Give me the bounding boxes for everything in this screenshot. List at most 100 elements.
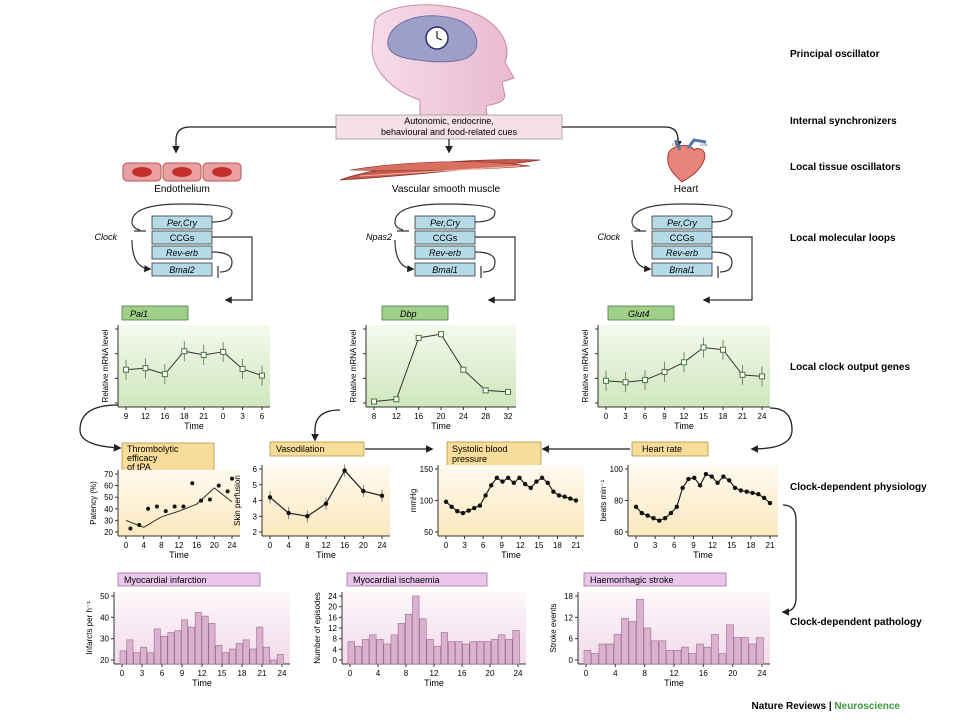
- data-point: [200, 351, 207, 358]
- x-tick-label: 12: [175, 541, 184, 550]
- x-tick-label: 0: [604, 412, 609, 421]
- y-tick-label: 40: [104, 505, 113, 514]
- y-axis-label: beats min⁻¹: [599, 479, 608, 521]
- label-principal-oscillator: Principal oscillator: [790, 49, 880, 60]
- y-tick-label: 16: [328, 613, 337, 622]
- y-axis-label: mmHg: [409, 489, 418, 513]
- data-point: [393, 396, 400, 403]
- cues-text: Autonomic, endocrine,: [404, 116, 494, 126]
- bar: [613, 634, 622, 665]
- x-tick-label: 18: [553, 541, 562, 550]
- x-tick-label: 0: [268, 541, 273, 550]
- bar: [448, 641, 456, 665]
- y-tick-label: 18: [564, 592, 573, 601]
- bar: [249, 648, 257, 665]
- bar: [476, 641, 484, 665]
- bar: [636, 598, 644, 665]
- data-point: [767, 500, 773, 506]
- data-point: [738, 488, 744, 493]
- bar: [688, 653, 697, 665]
- label-clock-dependent-physiology: Clock-dependent physiology: [790, 482, 927, 493]
- x-tick-label: 24: [758, 412, 767, 421]
- bar: [643, 627, 652, 665]
- y-tick-label: 60: [614, 528, 623, 537]
- physio-label-tpa: Thrombolytic efficacy of tPA: [127, 444, 181, 472]
- x-tick-label: 0: [120, 669, 125, 678]
- bar: [181, 619, 189, 665]
- data-point: [539, 475, 545, 481]
- data-point: [759, 373, 765, 380]
- gene-box-label: Per,Cry: [430, 218, 461, 228]
- data-point: [466, 508, 471, 513]
- bar: [153, 628, 161, 665]
- data-point: [692, 475, 697, 481]
- y-tick-label: 100: [420, 497, 434, 506]
- data-point: [668, 510, 674, 516]
- head-illustration: [371, 4, 515, 117]
- physio-label-box-vasodilation: [269, 441, 365, 457]
- x-tick-label: 21: [738, 412, 747, 421]
- x-tick-label: 6: [260, 412, 265, 421]
- x-axis-label: Time: [674, 421, 694, 431]
- footer-separator: |: [829, 701, 832, 712]
- bar: [651, 640, 659, 665]
- x-tick-label: 12: [198, 669, 207, 678]
- data-point: [697, 483, 703, 488]
- plot-background: [628, 465, 778, 536]
- gene-box-bmal: [651, 262, 713, 277]
- bar: [741, 637, 749, 665]
- x-tick-label: 0: [634, 541, 639, 550]
- cue-arrows: [172, 126, 682, 154]
- x-tick-label: 24: [459, 412, 468, 421]
- gene-box-bmal: [151, 262, 213, 277]
- x-tick-label: 9: [662, 412, 667, 421]
- y-axis-label: Relative mRNA level: [349, 329, 358, 402]
- data-point: [225, 489, 230, 494]
- right-labels: Principal oscillator Internal synchroniz…: [790, 49, 927, 628]
- data-point: [573, 498, 579, 503]
- gene-box-label: Rev-erb: [166, 248, 198, 258]
- x-tick-label: 8: [305, 541, 310, 550]
- plot-background: [118, 470, 240, 536]
- data-point: [511, 480, 517, 486]
- x-tick-label: 0: [124, 541, 129, 550]
- y-tick-label: 24: [328, 592, 337, 601]
- x-tick-label: 3: [653, 541, 658, 550]
- bar: [491, 639, 499, 665]
- x-tick-label: 21: [258, 669, 267, 678]
- data-point: [651, 515, 656, 521]
- y-axis-label: Infarcts per h⁻¹: [85, 601, 94, 655]
- label-local-clock-output-genes: Local clock output genes: [790, 362, 910, 373]
- x-axis-label: Time: [316, 550, 336, 560]
- gene-box-label: Bmal2: [169, 265, 195, 275]
- bar: [696, 643, 704, 665]
- x-tick-label: 16: [458, 669, 467, 678]
- x-tick-label: 3: [462, 541, 467, 550]
- data-point: [700, 344, 707, 351]
- bar: [483, 641, 492, 665]
- physio-label-box-hr: [631, 441, 709, 457]
- bar: [188, 626, 195, 665]
- x-tick-label: 3: [623, 412, 628, 421]
- x-tick-label: 9: [499, 541, 504, 550]
- bar: [703, 646, 712, 665]
- data-point: [709, 474, 714, 479]
- data-point: [342, 468, 347, 473]
- data-point: [267, 495, 273, 500]
- y-tick-label: 20: [328, 603, 337, 612]
- bar: [733, 637, 742, 665]
- bar: [606, 643, 614, 665]
- bar: [376, 639, 384, 665]
- y-tick-label: 80: [614, 497, 623, 506]
- data-point: [528, 485, 533, 491]
- bar: [369, 634, 377, 665]
- y-tick-label: 50: [100, 592, 109, 601]
- x-tick-label: 16: [192, 541, 201, 550]
- y-tick-label: 20: [104, 528, 113, 537]
- x-tick-label: 21: [766, 541, 775, 550]
- bar: [591, 653, 599, 665]
